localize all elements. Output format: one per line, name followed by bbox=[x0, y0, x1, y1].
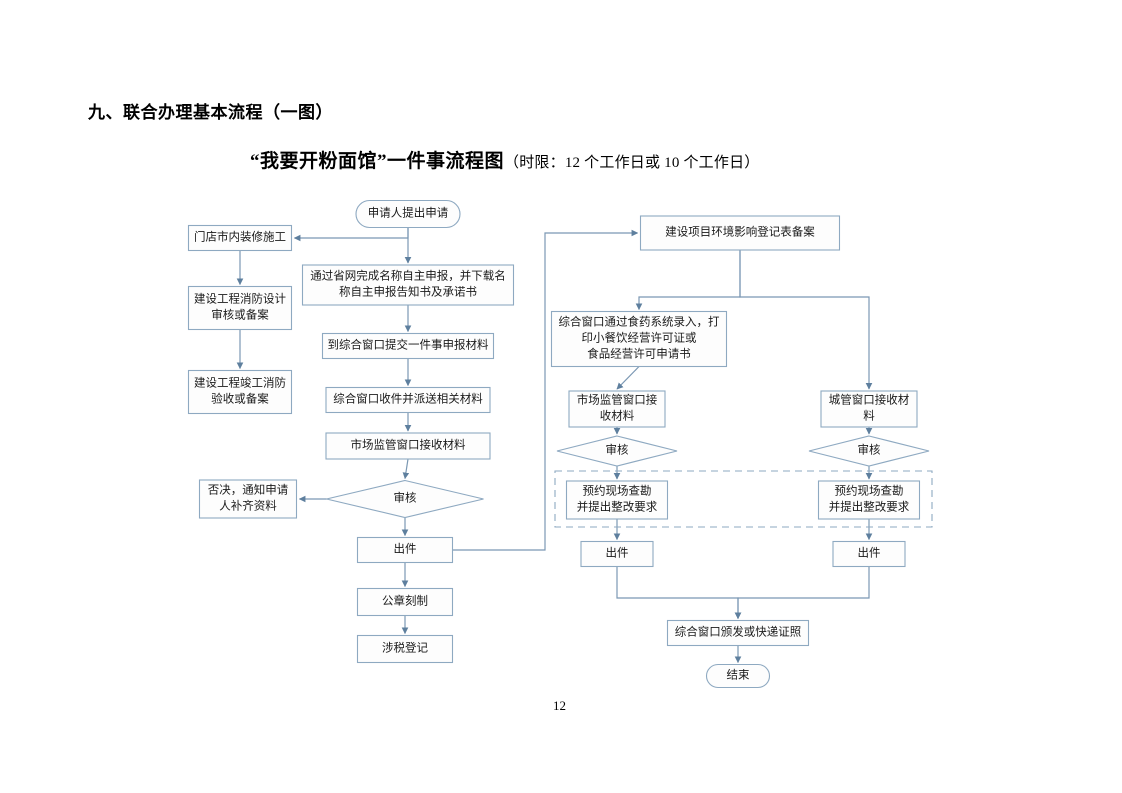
flow-node-label: 审核 bbox=[858, 443, 881, 457]
flow-node-issue-right: 出件 bbox=[832, 540, 906, 568]
flow-node-issue-mid: 出件 bbox=[580, 540, 654, 568]
flow-node-label: 并提出整改要求 bbox=[577, 500, 658, 514]
chart-title-main: “我要开粉面馆”一件事流程图 bbox=[250, 151, 505, 172]
connector-layer bbox=[236, 227, 873, 664]
chart-title: “我要开粉面馆”一件事流程图（时限：12 个工作日或 10 个工作日） bbox=[250, 146, 759, 173]
flow-node-env-record: 建设项目环境影响登记表备案 bbox=[639, 215, 841, 251]
flow-node-start: 申请人提出申请 bbox=[355, 199, 461, 229]
flow-node-label: 城管窗口接收材 bbox=[829, 393, 910, 407]
flow-node-label: 人补齐资料 bbox=[219, 499, 277, 513]
connector bbox=[739, 250, 873, 390]
flow-node-review-right: 审核 bbox=[808, 435, 930, 467]
flow-node-label: 出件 bbox=[606, 546, 629, 560]
flow-node-label: 建设工程竣工消防 bbox=[194, 376, 286, 390]
flow-node-label: 门店市内装修施工 bbox=[194, 230, 286, 244]
flow-node-review-left: 审核 bbox=[326, 479, 484, 519]
flow-node-end: 结束 bbox=[705, 663, 771, 689]
flow-node-label: 否决，通知申请 bbox=[208, 483, 289, 497]
flow-node-seal: 公章刻制 bbox=[356, 587, 454, 617]
flow-node-label: 食品经营许可申请书 bbox=[587, 347, 691, 361]
connector bbox=[293, 227, 409, 242]
flow-node-scjg-win: 市场监管窗口接收材料 bbox=[568, 390, 666, 428]
flow-node-label: 通过省网完成名称自主申报，并下载名 bbox=[310, 269, 506, 283]
flow-node-label: 料 bbox=[863, 409, 875, 423]
section-heading: 九、联合办理基本流程（一图） bbox=[88, 103, 333, 122]
flow-node-label: 建设项目环境影响登记表备案 bbox=[665, 225, 815, 239]
connector bbox=[616, 366, 640, 390]
flow-node-label: 综合窗口通过食药系统录入，打 bbox=[559, 315, 720, 329]
flow-node-decor: 门店市内装修施工 bbox=[187, 224, 293, 252]
flow-node-deliver: 综合窗口颁发或快递证照 bbox=[666, 619, 810, 647]
connector bbox=[452, 229, 639, 551]
flow-node-label: 综合窗口收件并派送相关材料 bbox=[333, 392, 483, 406]
flow-node-label: 综合窗口颁发或快递证照 bbox=[675, 625, 802, 639]
flow-node-receive-send: 综合窗口收件并派送相关材料 bbox=[325, 386, 491, 414]
flow-node-label: 预约现场查勘 bbox=[835, 484, 904, 498]
connector bbox=[402, 458, 410, 480]
page-number: 12 bbox=[553, 698, 566, 713]
flow-node-label: 并提出整改要求 bbox=[829, 500, 910, 514]
flow-node-label: 公章刻制 bbox=[382, 594, 428, 608]
flow-node-label: 印小餐饮经营许可证或 bbox=[582, 331, 697, 345]
flow-node-submit: 到综合窗口提交一件事申报材料 bbox=[321, 332, 495, 360]
flow-node-label: 出件 bbox=[394, 542, 417, 556]
flow-node-tax: 涉税登记 bbox=[356, 634, 454, 664]
flow-node-label: 审核 bbox=[394, 491, 417, 505]
flow-node-label: 市场监管窗口接收材料 bbox=[351, 438, 466, 452]
flow-node-review-mid: 审核 bbox=[556, 435, 678, 467]
flow-node-label: 审核或备案 bbox=[211, 308, 269, 322]
connector bbox=[616, 566, 742, 620]
flow-node-issue-left: 出件 bbox=[356, 536, 454, 564]
flow-node-label: 预约现场查勘 bbox=[583, 484, 652, 498]
flow-node-label: 到综合窗口提交一件事申报材料 bbox=[328, 338, 489, 352]
flow-node-label: 申请人提出申请 bbox=[368, 206, 449, 220]
flow-node-scjg-receive: 市场监管窗口接收材料 bbox=[325, 432, 491, 460]
flow-node-label: 市场监管窗口接 bbox=[577, 393, 658, 407]
flow-node-label: 涉税登记 bbox=[382, 641, 428, 655]
flow-node-label: 建设工程消防设计 bbox=[194, 292, 286, 306]
flow-node-label: 验收或备案 bbox=[211, 392, 269, 406]
flow-node-label: 收材料 bbox=[600, 409, 635, 423]
chart-title-note: （时限：12 个工作日或 10 个工作日） bbox=[504, 155, 760, 171]
node-layer: 申请人提出申请门店市内装修施工建设工程消防设计审核或备案建设工程竣工消防验收或备… bbox=[187, 199, 930, 689]
flow-node-label: 结束 bbox=[727, 669, 750, 682]
flow-node-label: 出件 bbox=[858, 546, 881, 560]
connector bbox=[635, 250, 741, 311]
flow-node-label: 称自主申报告知书及承诺书 bbox=[339, 285, 477, 299]
flow-node-label: 审核 bbox=[606, 443, 629, 457]
connector bbox=[734, 566, 870, 620]
